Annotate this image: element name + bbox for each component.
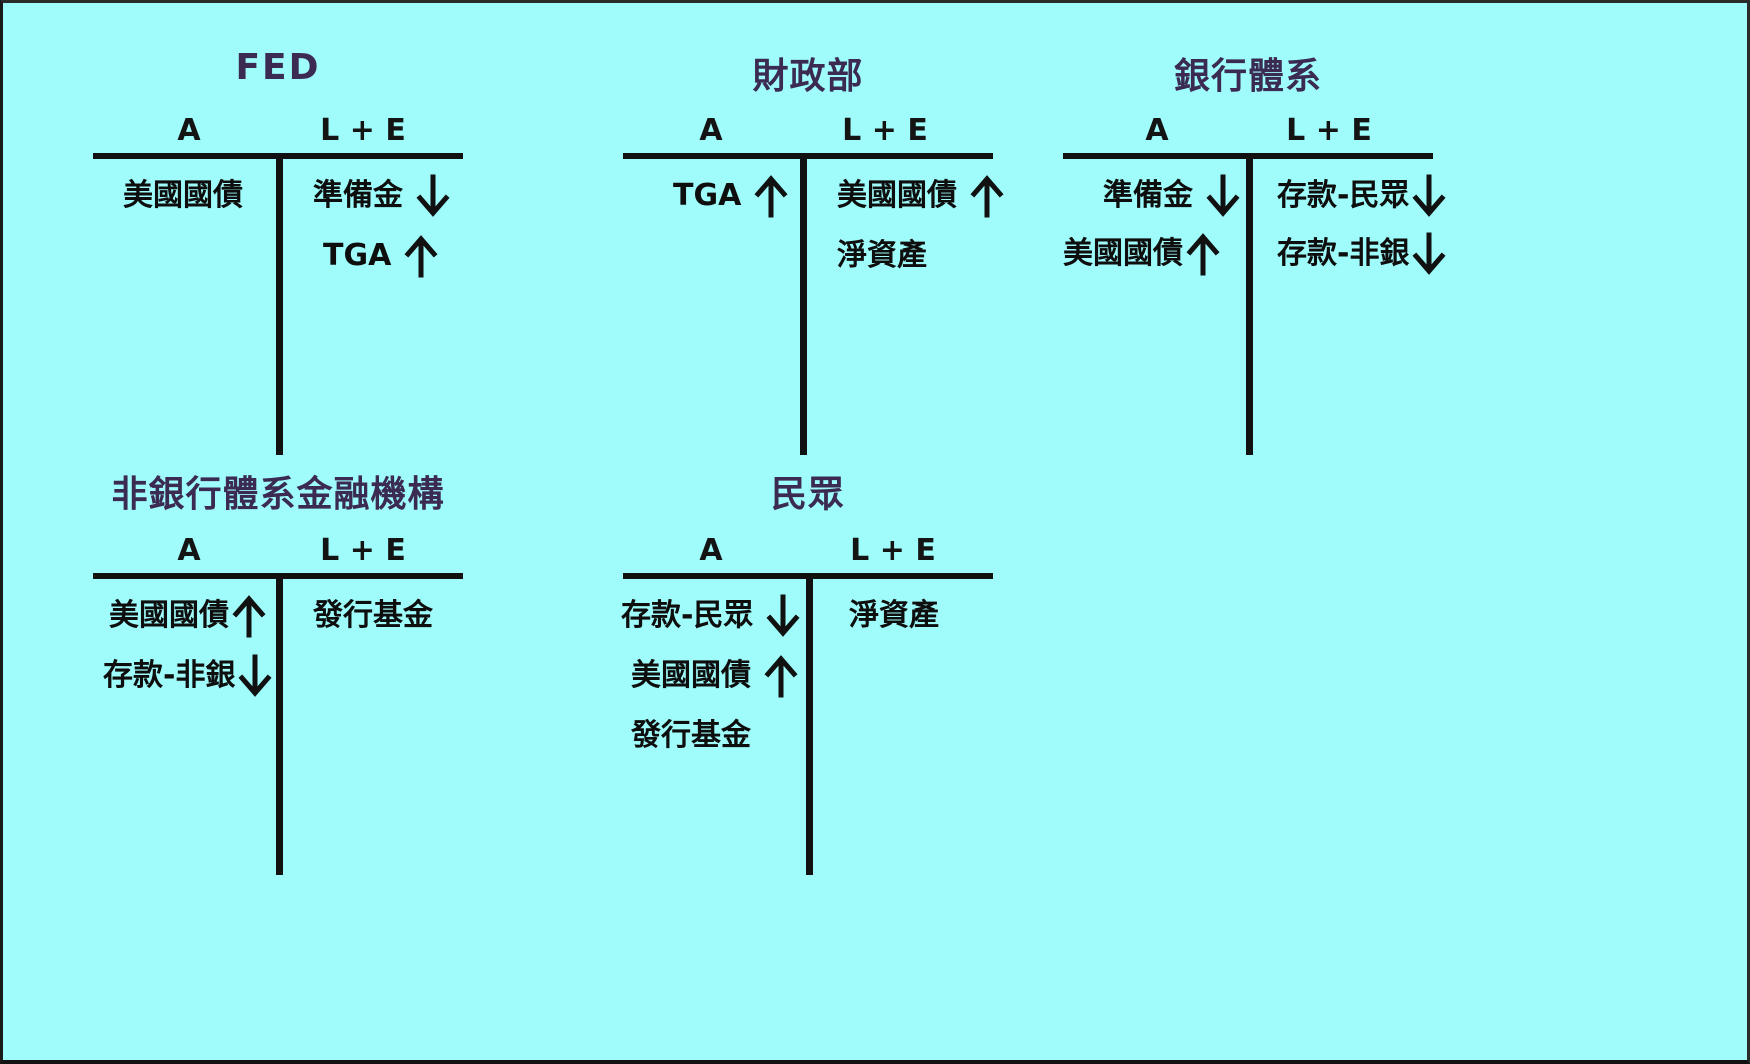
t-account-column-headers: A L + E — [1063, 113, 1433, 151]
arrow-down-icon — [235, 653, 275, 699]
t-account-vertical-rule — [806, 573, 813, 875]
row-label: TGA — [673, 178, 742, 213]
arrow-down-icon — [413, 173, 453, 219]
t-account-row: 存款-非銀 — [1277, 231, 1449, 277]
column-header-assets: A — [1145, 113, 1169, 148]
row-label: 準備金 — [313, 178, 403, 213]
t-account-row: 存款-非銀 — [103, 653, 275, 699]
row-label: 發行基金 — [313, 598, 433, 633]
t-account-row: 美國國債 — [1063, 231, 1223, 277]
t-account-title: 財政部 — [752, 56, 864, 97]
arrow-up-icon — [1183, 231, 1223, 277]
t-account-column-headers: A L + E — [93, 113, 463, 151]
row-label: 存款-非銀 — [1277, 236, 1410, 271]
t-account-fed: FED A L + E 美國國債 準備金 TGA — [93, 25, 463, 455]
arrow-down-icon — [1409, 173, 1449, 219]
t-account-column-headers: A L + E — [93, 533, 463, 571]
t-account-non-bank-financial-institutions: 非銀行體系金融機構 A L + E 美國國債 存款-非銀 發行基金 — [93, 465, 463, 875]
t-account-title: 銀行體系 — [1173, 56, 1322, 97]
column-header-assets: A — [699, 113, 723, 148]
t-account-row: 美國國債 — [123, 173, 243, 219]
arrow-up-icon — [229, 593, 269, 639]
row-label: 存款-非銀 — [103, 658, 236, 693]
t-account-row: 美國國債 — [631, 653, 801, 699]
column-header-liabilities-equity: L + E — [1286, 113, 1372, 148]
t-account-treasury: 財政部 A L + E TGA 美國國債 — [623, 25, 1004, 455]
arrow-up-icon — [401, 233, 441, 279]
column-header-liabilities-equity: L + E — [842, 113, 928, 148]
row-label: 美國國債 — [123, 178, 243, 213]
t-account-title: 非銀行體系金融機構 — [111, 474, 445, 515]
t-account-title: 民眾 — [770, 474, 845, 515]
t-account-vertical-rule — [1246, 153, 1253, 455]
t-account-banking-system: 銀行體系 A L + E 準備金 美國國債 存款-民 — [1063, 25, 1446, 455]
column-header-assets: A — [177, 533, 201, 568]
t-account-row: 發行基金 — [631, 713, 751, 759]
row-label: 美國國債 — [1063, 236, 1183, 271]
arrow-down-icon — [1203, 173, 1243, 219]
column-header-liabilities-equity: L + E — [850, 533, 936, 568]
t-account-vertical-rule — [276, 573, 283, 875]
row-label: 存款-民眾 — [1277, 178, 1410, 213]
row-label: 美國國債 — [631, 658, 751, 693]
t-account-row: 存款-民眾 — [1277, 173, 1449, 219]
row-label: 美國國債 — [109, 598, 229, 633]
t-account-column-headers: A L + E — [623, 113, 993, 151]
t-account-title: FED — [235, 47, 321, 88]
t-account-column-headers: A L + E — [623, 533, 993, 571]
row-label: 淨資產 — [849, 598, 939, 633]
t-account-row: 發行基金 — [313, 593, 433, 639]
t-account-row: 準備金 — [313, 173, 453, 219]
t-account-row: TGA — [673, 173, 791, 219]
row-label: 美國國債 — [837, 178, 957, 213]
row-label: 準備金 — [1103, 178, 1193, 213]
t-account-row: 淨資產 — [849, 593, 939, 639]
row-label: 存款-民眾 — [621, 598, 754, 633]
arrow-up-icon — [751, 173, 791, 219]
t-account-row: 存款-民眾 — [621, 593, 803, 639]
t-account-row: 美國國債 — [837, 173, 1007, 219]
t-account-row: 淨資產 — [837, 233, 927, 279]
row-label: 淨資產 — [837, 238, 927, 273]
t-account-horizontal-rule — [623, 153, 993, 159]
t-account-row: 準備金 — [1103, 173, 1243, 219]
arrow-up-icon — [761, 653, 801, 699]
column-header-liabilities-equity: L + E — [320, 113, 406, 148]
row-label: 發行基金 — [631, 718, 751, 753]
t-account-public: 民眾 A L + E 存款-民眾 美國國債 發行基金 — [621, 465, 993, 875]
column-header-liabilities-equity: L + E — [320, 533, 406, 568]
arrow-down-icon — [763, 593, 803, 639]
t-account-vertical-rule — [800, 153, 807, 455]
t-account-vertical-rule — [276, 153, 283, 455]
column-header-assets: A — [699, 533, 723, 568]
t-account-row: TGA — [323, 233, 441, 279]
row-label: TGA — [323, 238, 392, 273]
arrow-down-icon — [1409, 231, 1449, 277]
arrow-up-icon — [967, 173, 1007, 219]
t-account-row: 美國國債 — [109, 593, 269, 639]
column-header-assets: A — [177, 113, 201, 148]
